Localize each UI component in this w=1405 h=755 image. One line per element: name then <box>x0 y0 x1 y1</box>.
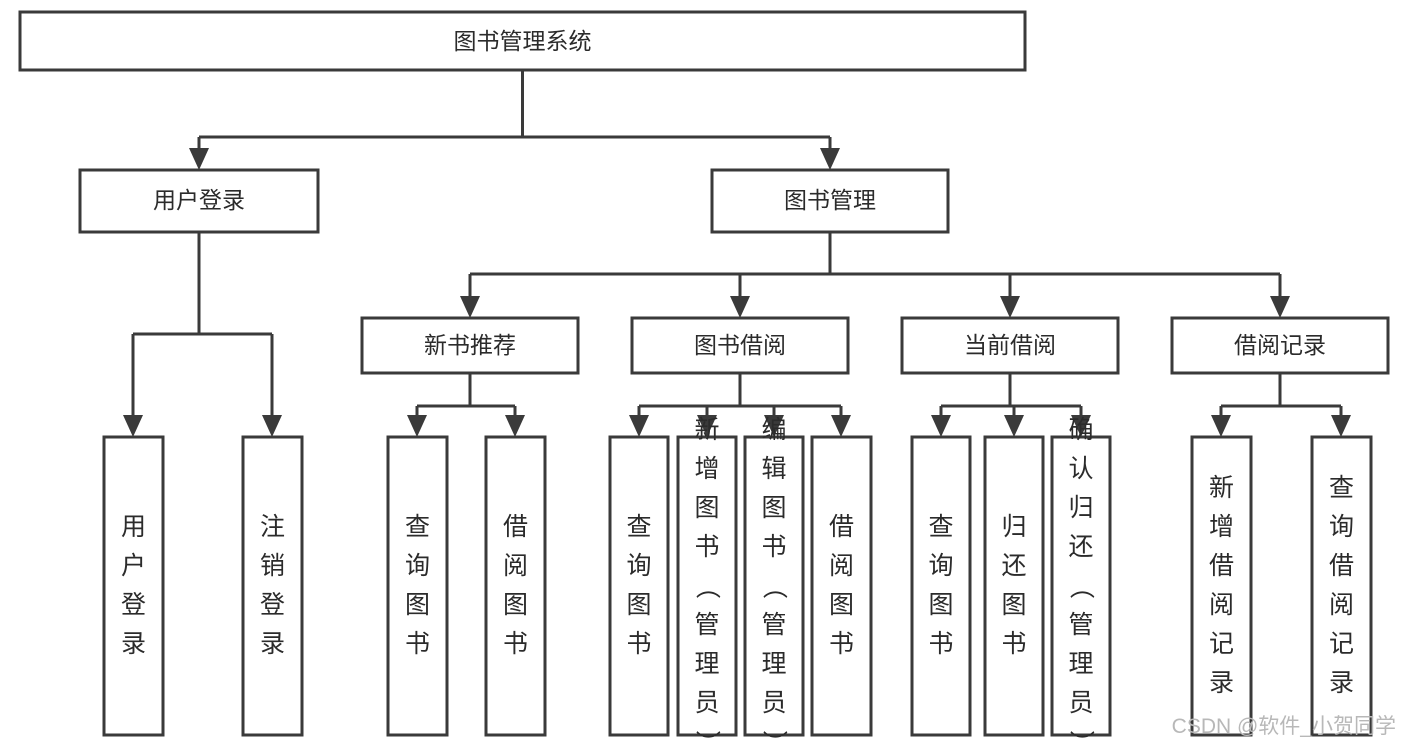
connector-layer <box>123 70 1351 437</box>
node-borrow-record-label: 借阅记录 <box>1234 332 1326 358</box>
arrow-to-leaf-user-login <box>123 415 143 437</box>
node-new-book-recommend[interactable]: 新书推荐 <box>360 316 580 375</box>
node-leaf-confirm-return-box[interactable] <box>1050 435 1112 737</box>
node-leaf-query-borrow-record-box[interactable] <box>1310 435 1373 737</box>
node-leaf-user-logout-box[interactable] <box>241 435 304 737</box>
arrow-to-new-book-recommend <box>460 296 480 318</box>
node-leaf-query-book-2-box[interactable] <box>608 435 670 737</box>
node-layer: 图书管理系统 用户登录 图书管理 新书推荐 图书借阅 当前 <box>18 10 1390 737</box>
node-new-book-recommend-box[interactable] <box>360 316 580 375</box>
node-book-borrow-box[interactable] <box>630 316 850 375</box>
node-new-book-recommend-label: 新书推荐 <box>424 332 516 358</box>
node-leaf-query-book-3-box[interactable] <box>910 435 972 737</box>
arrow-to-leaf-add-borrow-record <box>1211 415 1231 437</box>
arrow-to-leaf-borrow-book-1 <box>505 415 525 437</box>
node-user-login[interactable]: 用户登录 <box>78 168 320 234</box>
node-borrow-record-box[interactable] <box>1170 316 1390 375</box>
node-current-borrow-label: 当前借阅 <box>964 332 1056 358</box>
node-leaf-return-book-box[interactable] <box>983 435 1045 737</box>
node-root[interactable]: 图书管理系统 <box>18 10 1027 72</box>
arrow-to-leaf-return-book <box>1004 415 1024 437</box>
arrow-to-leaf-query-borrow-record <box>1331 415 1351 437</box>
arrow-to-leaf-query-book-1 <box>407 415 427 437</box>
leaf-node-layer <box>102 435 1373 737</box>
arrow-to-leaf-borrow-book-2 <box>831 415 851 437</box>
arrow-to-current-borrow <box>1000 296 1020 318</box>
node-book-management-label: 图书管理 <box>784 187 876 213</box>
node-leaf-add-book-admin-box[interactable] <box>676 435 738 737</box>
arrow-to-leaf-user-logout <box>262 415 282 437</box>
arrow-to-leaf-add-book-admin <box>697 415 717 437</box>
node-leaf-edit-book-admin-box[interactable] <box>743 435 805 737</box>
node-leaf-query-book-1-box[interactable] <box>386 435 449 737</box>
arrow-to-book-management <box>820 148 840 170</box>
arrow-to-leaf-query-book-2 <box>629 415 649 437</box>
node-leaf-user-login-box[interactable] <box>102 435 165 737</box>
node-book-borrow[interactable]: 图书借阅 <box>630 316 850 375</box>
node-book-management[interactable]: 图书管理 <box>710 168 950 234</box>
node-root-label: 图书管理系统 <box>454 28 592 54</box>
node-leaf-add-borrow-record-box[interactable] <box>1190 435 1253 737</box>
node-book-borrow-label: 图书借阅 <box>694 332 786 358</box>
node-book-management-box[interactable] <box>710 168 950 234</box>
node-root-box[interactable] <box>18 10 1027 72</box>
arrow-to-book-borrow <box>730 296 750 318</box>
node-current-borrow-box[interactable] <box>900 316 1120 375</box>
node-leaf-borrow-book-1-box[interactable] <box>484 435 547 737</box>
arrow-to-leaf-edit-book-admin <box>764 415 784 437</box>
node-borrow-record[interactable]: 借阅记录 <box>1170 316 1390 375</box>
arrow-to-leaf-confirm-return <box>1071 415 1091 437</box>
arrow-to-leaf-query-book-3 <box>931 415 951 437</box>
csdn-watermark: CSDN @软件_小贺同学 <box>1172 715 1396 738</box>
node-leaf-borrow-book-2-box[interactable] <box>810 435 873 737</box>
arrow-to-borrow-record <box>1270 296 1290 318</box>
node-user-login-label: 用户登录 <box>153 187 245 213</box>
node-current-borrow[interactable]: 当前借阅 <box>900 316 1120 375</box>
node-user-login-box[interactable] <box>78 168 320 234</box>
arrow-to-user-login <box>189 148 209 170</box>
